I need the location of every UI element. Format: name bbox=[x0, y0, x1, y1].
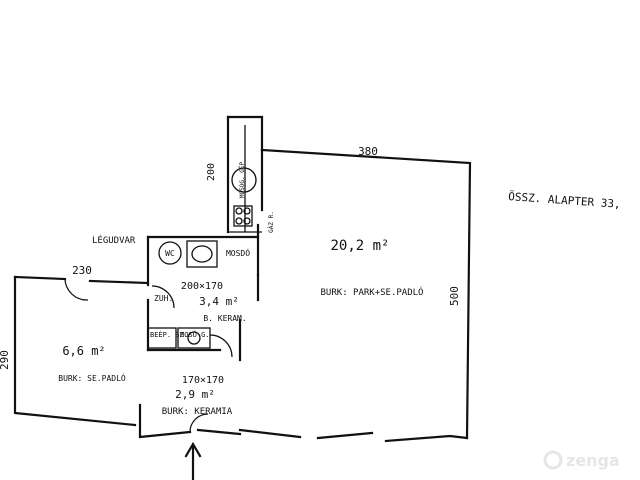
bath-floor: B. KERAM. bbox=[203, 314, 246, 323]
right-dimension: 500 bbox=[448, 286, 461, 306]
bath-dimension: 200×170 bbox=[181, 281, 223, 292]
dishwasher-label: MOSOG. GÉP bbox=[238, 162, 246, 199]
washer-label: MOSÓ G. bbox=[180, 330, 210, 339]
kitchen-dimension: 200 bbox=[206, 163, 217, 181]
top-dimension: 380 bbox=[358, 145, 378, 158]
left-side-dimension: 290 bbox=[0, 350, 11, 370]
watermark-text: zenga bbox=[566, 451, 620, 470]
watermark-logo-icon bbox=[543, 450, 563, 470]
left-room-area: 6,6 m² bbox=[62, 344, 105, 358]
wc-label: WC bbox=[165, 249, 175, 258]
bath-area: 3,4 m² bbox=[199, 295, 239, 308]
watermark: zenga bbox=[543, 450, 620, 470]
main-room-area: 20,2 m² bbox=[330, 238, 389, 254]
washbasin-label: MOSDÓ bbox=[226, 247, 250, 258]
hall-area: 2,9 m² bbox=[175, 388, 215, 401]
summary-label: ÖSSZ. ALAPTER 33, bbox=[508, 190, 621, 211]
airshaft-label: LÉGUDVAR bbox=[92, 234, 136, 246]
entrance-arrow bbox=[184, 441, 202, 480]
hall-floor: BURK: KERAMIA bbox=[162, 407, 233, 417]
left-room-floor: BURK: SE.PADLÓ bbox=[58, 372, 126, 383]
built-in-label: BEÉP. SZ. bbox=[150, 330, 188, 339]
bathroom-block: WC MOSDÓ ZUH. BEÉP. SZ. MOSÓ G. 200×170 … bbox=[146, 235, 260, 362]
gas-stove-label: GÁZ R. bbox=[268, 211, 275, 233]
hall-dimension: 170×170 bbox=[182, 375, 224, 386]
main-room-floor: BURK: PARK+SE.PADLÓ bbox=[321, 286, 424, 298]
left-room-walls bbox=[13, 275, 242, 439]
left-top-dimension: 230 bbox=[72, 264, 92, 277]
shower-label: ZUH. bbox=[154, 294, 173, 303]
main-room-walls bbox=[238, 148, 472, 443]
kitchen-strip: MOSOG. GÉP 200 GÁZ R. bbox=[206, 115, 275, 234]
